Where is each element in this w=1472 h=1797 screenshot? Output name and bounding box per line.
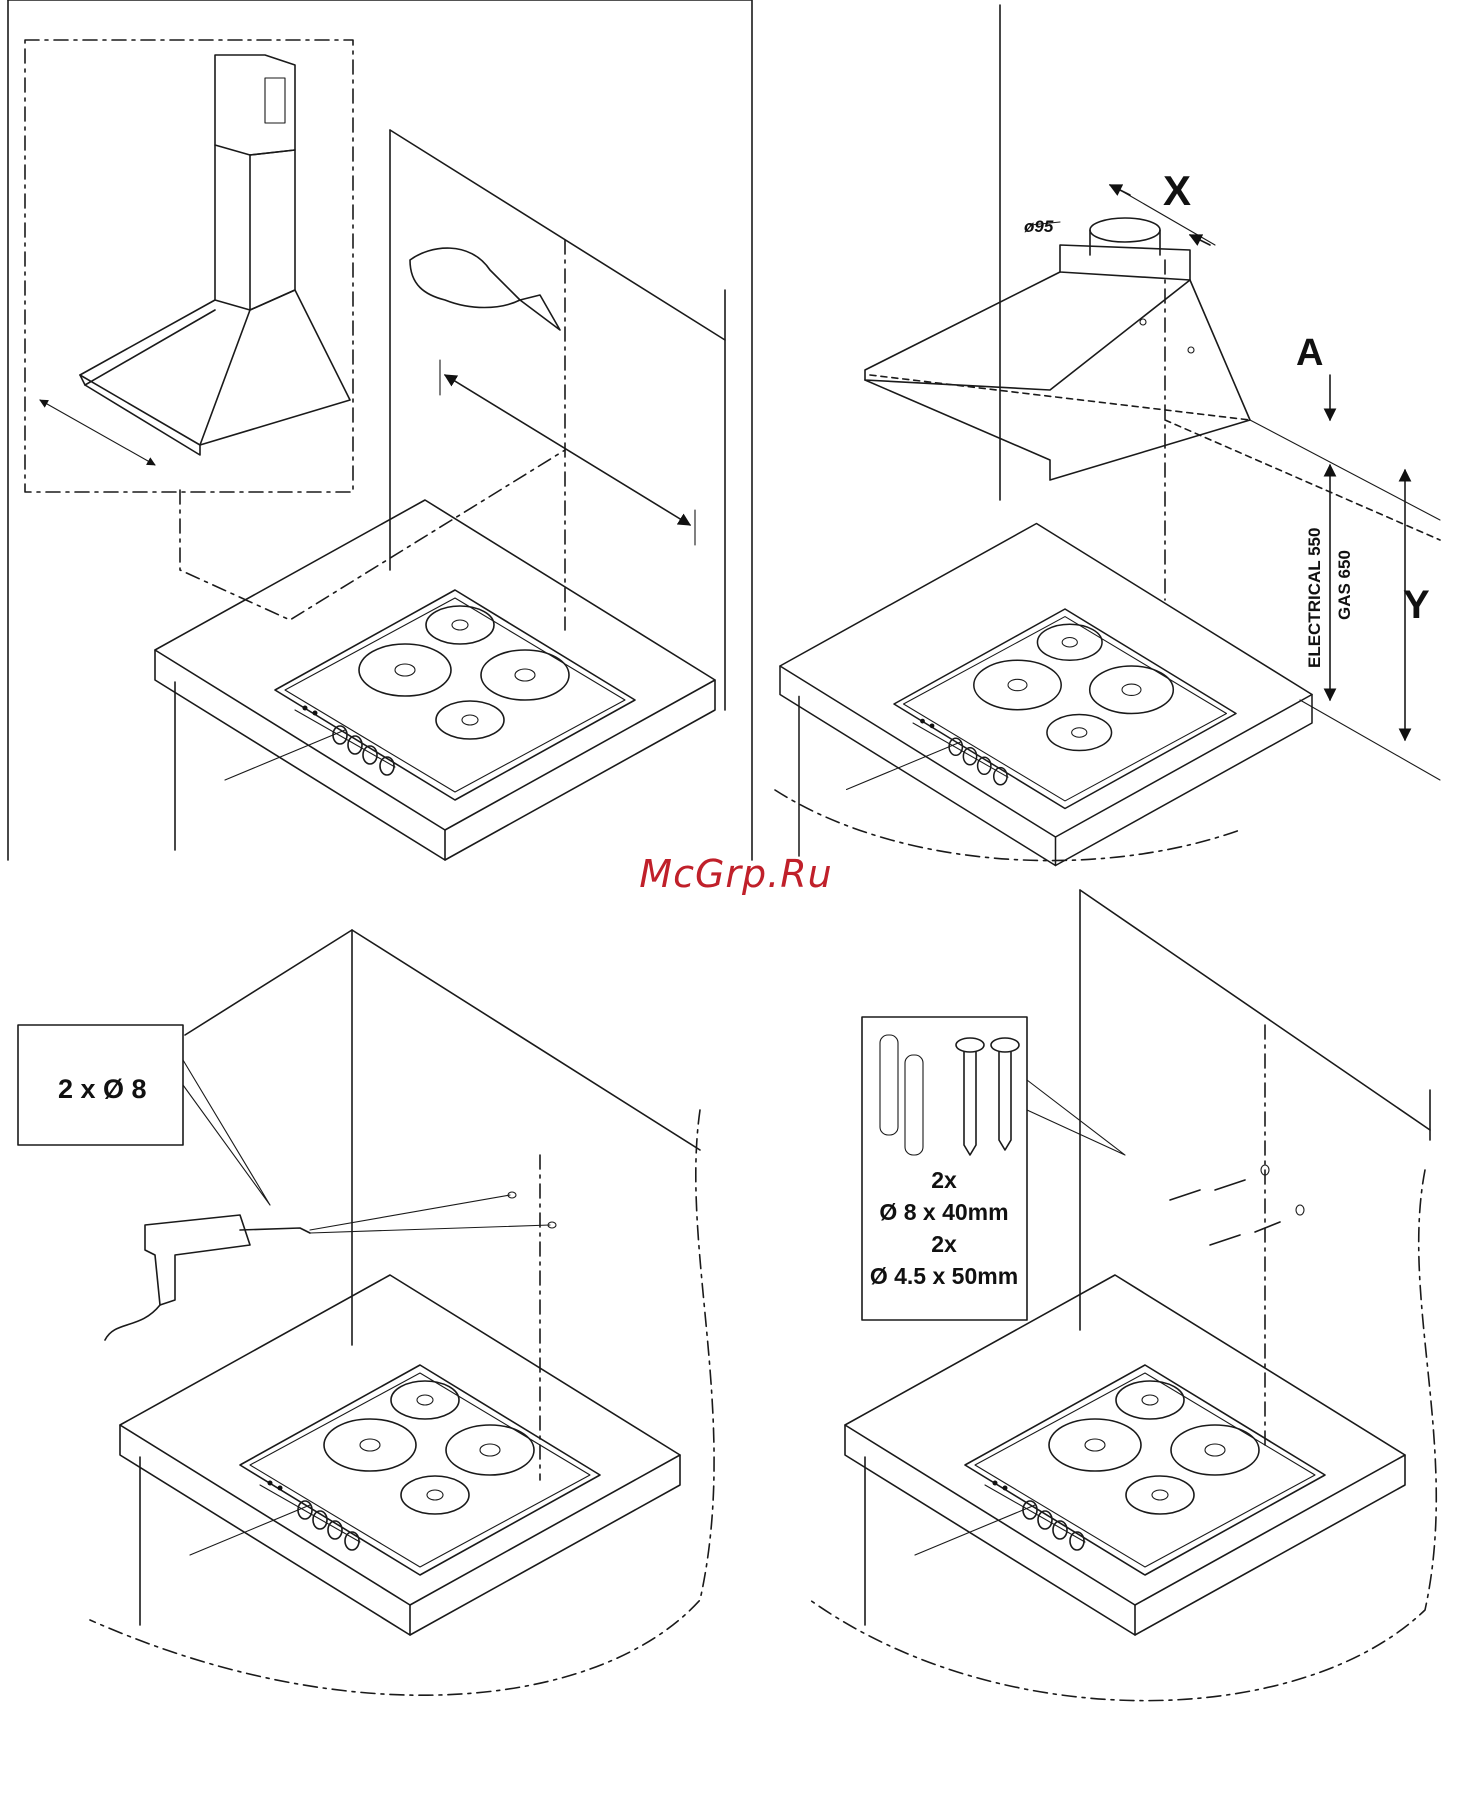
drill-size-label: 2 x Ø 8 xyxy=(58,1074,147,1104)
panel-fixings xyxy=(810,890,1436,1701)
diameter-label: ø95 xyxy=(1024,217,1054,236)
watermark: McGrp.Ru xyxy=(0,852,1472,896)
gas-height-label: GAS 650 xyxy=(1335,550,1354,620)
plug-quantity: 2x xyxy=(931,1167,957,1193)
y-dimension-label: Y xyxy=(1403,583,1430,627)
plug-size: Ø 8 x 40mm xyxy=(879,1199,1008,1225)
screw-quantity: 2x xyxy=(931,1231,957,1257)
panel-drilling xyxy=(18,930,714,1695)
panel-dimensions xyxy=(775,5,1440,866)
screw-size: Ø 4.5 x 50mm xyxy=(870,1263,1018,1289)
electrical-height-label: ELECTRICAL 550 xyxy=(1305,528,1324,668)
x-dimension-label: X xyxy=(1163,167,1191,214)
panel-marking xyxy=(8,0,752,860)
a-dimension-label: A xyxy=(1296,332,1323,374)
